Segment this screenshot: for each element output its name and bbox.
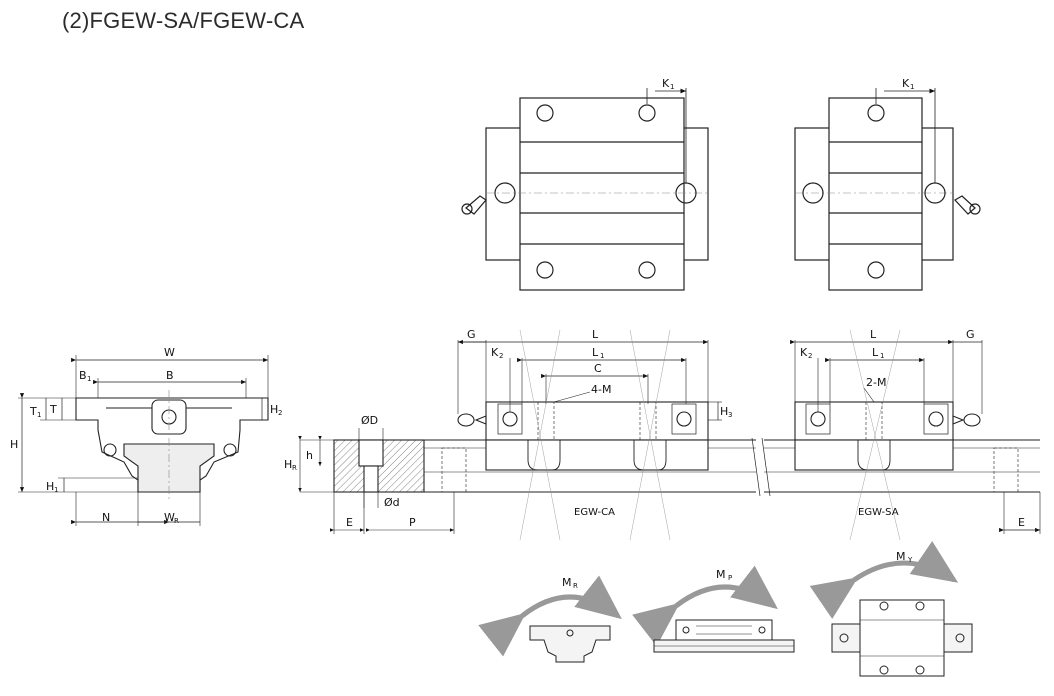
dim-e-right: E [1018, 516, 1025, 529]
dim-b: B [166, 369, 174, 382]
k1-label-left: K [662, 77, 670, 90]
dim-hr: H [284, 458, 292, 471]
svg-text:2: 2 [278, 409, 282, 417]
moment-my-diagram [809, 540, 973, 677]
front-view [18, 355, 269, 526]
svg-text:R: R [573, 582, 578, 590]
dim-diameter-d-small: Ød [384, 496, 400, 509]
dim-h3: H [720, 405, 728, 418]
side-hole [802, 182, 824, 204]
side-view-ca-block [457, 329, 722, 541]
svg-text:Y: Y [907, 556, 913, 564]
dim-h-small: h [306, 449, 313, 462]
dim-g-left: G [467, 328, 476, 341]
block-outline [519, 97, 685, 291]
top-view-sa [794, 88, 981, 291]
dim-k2-right: K [800, 346, 808, 359]
dim-diameter-d-large: ØD [361, 414, 378, 427]
bolt-hole [638, 261, 656, 279]
side-hole [494, 182, 516, 204]
caption-egw-ca: EGW-CA [574, 507, 615, 518]
dim-t1: T [29, 405, 37, 418]
block-outline [828, 97, 923, 291]
svg-text:1: 1 [87, 375, 91, 383]
bolt-hole [536, 261, 554, 279]
svg-text:3: 3 [728, 411, 732, 419]
k1-label-right: K [902, 77, 910, 90]
moment-mr-label: M [562, 576, 572, 589]
bolt-hole [536, 104, 554, 122]
dim-w: W [164, 346, 175, 359]
svg-text:R: R [174, 517, 179, 525]
dim-wr: W [164, 511, 175, 524]
dim-h1: H [46, 480, 54, 493]
svg-text:P: P [728, 574, 732, 582]
dim-b1: B [79, 369, 87, 382]
dim-l1-left: L [592, 346, 599, 359]
dim-h: H [10, 438, 18, 451]
dim-e: E [346, 516, 353, 529]
moment-mr-diagram [478, 575, 622, 663]
rail-section [298, 428, 455, 534]
page-title: (2)FGEW-SA/FGEW-CA [62, 8, 305, 33]
moment-mp-label: M [716, 568, 726, 581]
dim-l-right: L [870, 328, 877, 341]
svg-text:1: 1 [880, 352, 884, 360]
svg-text:1: 1 [37, 411, 41, 419]
dim-t: T [49, 403, 57, 416]
bolt-hole [867, 104, 885, 122]
moment-mp-diagram [632, 565, 795, 653]
svg-text:1: 1 [910, 83, 914, 91]
dim-2m: 2-M [866, 376, 886, 389]
svg-text:R: R [292, 464, 297, 472]
dim-k2-left: K [491, 346, 499, 359]
rail-profile [123, 443, 215, 493]
svg-text:2: 2 [499, 352, 503, 360]
dim-l1-right: L [872, 346, 879, 359]
dim-4m: 4-M [591, 383, 611, 396]
dim-p: P [409, 516, 416, 529]
svg-text:1: 1 [670, 83, 674, 91]
top-view-ca [461, 88, 709, 291]
dim-n: N [102, 511, 110, 524]
dim-c: C [594, 362, 602, 375]
bolt-hole [638, 104, 656, 122]
moment-my-label: M [896, 550, 906, 563]
dim-g-right: G [966, 328, 975, 341]
svg-text:1: 1 [54, 486, 58, 494]
dim-l-left: L [592, 328, 599, 341]
svg-text:2: 2 [808, 352, 812, 360]
bolt-hole [867, 261, 885, 279]
dim-h2: H [270, 403, 278, 416]
side-view-sa-block [790, 329, 983, 541]
caption-egw-sa: EGW-SA [858, 507, 899, 518]
svg-text:1: 1 [600, 352, 604, 360]
